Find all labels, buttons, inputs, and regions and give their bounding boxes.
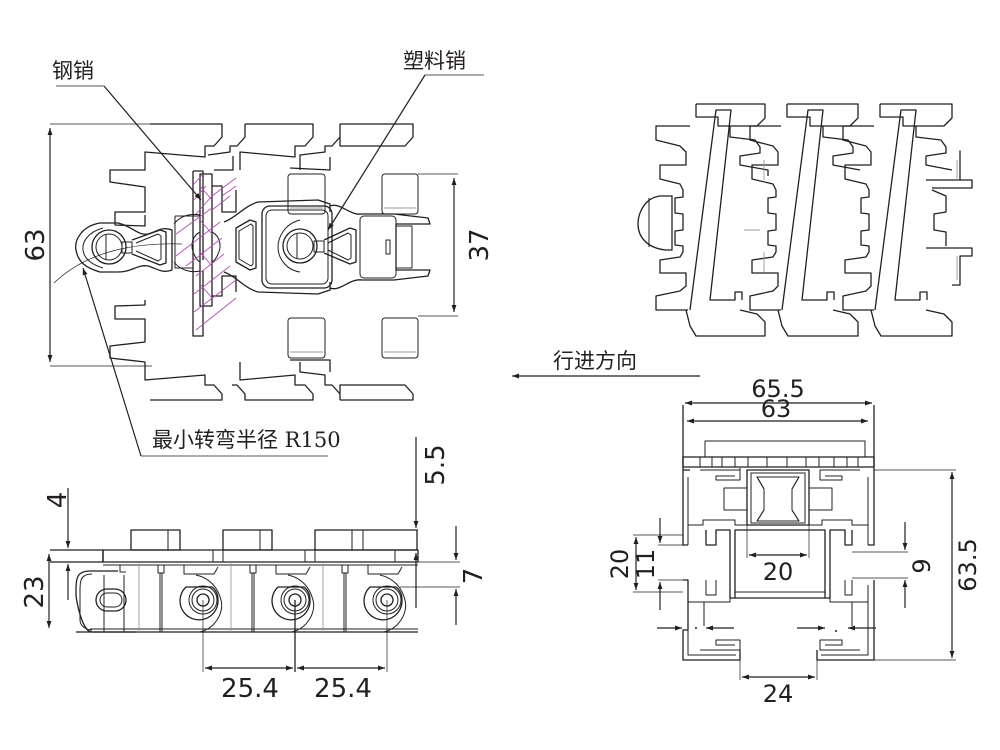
dimension-9: 9 (852, 522, 936, 608)
dimension-5-5: 5.5 (365, 437, 451, 608)
plastic-pin-assembly (261, 205, 357, 289)
dim-label-63-5: 63.5 (954, 538, 982, 591)
dimension-63-5: 63.5 (874, 469, 982, 661)
dim-label-guide-20: 20 (763, 558, 794, 586)
steel-pin-section (173, 170, 237, 337)
dim-label-7: 7 (459, 568, 489, 585)
plate-ribs (699, 457, 859, 467)
dimension-top-63: 63 (687, 395, 868, 424)
dim-label-pitch-1: 25.4 (221, 674, 279, 704)
callout-plastic-pin: 塑料销 (327, 49, 484, 231)
callout-steel-pin: 钢销 (52, 59, 202, 201)
dim-label-9: 9 (908, 558, 936, 573)
dimension-wall-thickness (657, 625, 876, 632)
dimension-37: 37 (418, 173, 495, 317)
guide-block (723, 469, 833, 526)
dim-label-63: 63 (21, 228, 51, 261)
travel-direction-label: 行进方向 (553, 349, 637, 373)
side-view: 4 23 5.5 7 25.4 (20, 437, 489, 704)
callout-min-radius: 最小转弯半径 R150 (53, 243, 341, 457)
link-outline-1 (109, 123, 223, 401)
pin-ring-1 (179, 585, 219, 621)
link-outline-3 (289, 123, 414, 401)
dimension-pitch: 25.4 25.4 (202, 600, 388, 704)
bottom-view (637, 103, 973, 337)
dimension-24: 24 (739, 650, 818, 708)
dim-label-4: 4 (43, 492, 73, 509)
dim-label-37: 37 (465, 228, 495, 261)
dim-label-65-5: 65.5 (751, 375, 804, 403)
dim-label-slot-outer-20: 20 (606, 549, 634, 580)
dimension-guide-20: 20 (746, 525, 810, 586)
pin-ring-3 (363, 585, 403, 621)
top-view: 63 37 钢销 塑料销 最小转弯半径 R150 (21, 49, 495, 457)
callout-label-min-radius: 最小转弯半径 R150 (152, 428, 341, 452)
link-outline-2 (207, 123, 314, 401)
dimension-63: 63 (21, 123, 152, 367)
dim-label-23: 23 (20, 575, 50, 608)
dimension-23: 23 (20, 554, 52, 628)
callout-label-plastic-pin: 塑料销 (403, 49, 466, 73)
bottom-link-3 (842, 103, 973, 337)
dimension-4: 4 (43, 488, 73, 600)
dim-label-pitch-2: 25.4 (314, 674, 372, 704)
dim-label-top-63: 63 (761, 395, 792, 423)
bottom-link-2 (744, 103, 861, 337)
dim-label-5-5: 5.5 (421, 444, 451, 485)
pin-ring-2 (271, 585, 311, 621)
cross-section-view: 65.5 63 20 20 11 (606, 375, 982, 708)
dim-label-slot-inner-11: 11 (632, 549, 660, 580)
callout-label-steel-pin: 钢销 (52, 59, 94, 83)
travel-direction: 行进方向 (512, 349, 700, 379)
bottom-link-1 (655, 103, 769, 337)
dim-label-24: 24 (763, 680, 794, 708)
dimension-left-slot: 20 11 (606, 518, 683, 610)
dimension-7: 7 (400, 526, 489, 625)
dimension-65-5: 65.5 (685, 375, 872, 406)
